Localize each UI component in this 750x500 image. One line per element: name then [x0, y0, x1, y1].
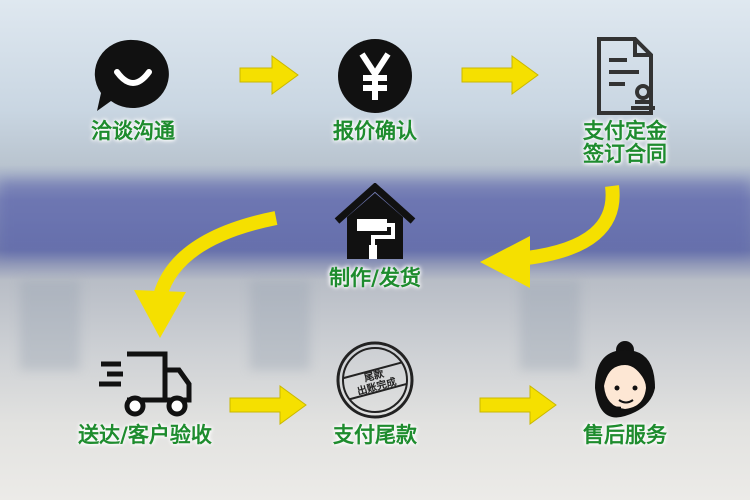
- arrow-right-icon: [229, 385, 307, 425]
- arrow-right-icon: [461, 55, 539, 95]
- house-paint-roller-icon: [334, 183, 416, 259]
- curved-arrow-head-icon: [134, 290, 186, 338]
- arrow-right-icon: [239, 55, 299, 95]
- step-deposit-contract: 支付定金 签订合同: [535, 36, 715, 166]
- step-label: 售后服务: [583, 423, 667, 447]
- step-label: 制作/发货: [329, 266, 421, 290]
- payment-stamp-icon: 尾款 出账完成: [336, 341, 414, 419]
- step-label: 洽谈沟通: [91, 119, 175, 143]
- curved-arrow-head-icon: [480, 236, 530, 288]
- step-after-sales: 售后服务: [535, 340, 715, 447]
- arrow-right-icon: [479, 385, 557, 425]
- step-label-line2: 签订合同: [583, 142, 667, 166]
- background-window: [20, 280, 80, 370]
- background-window: [250, 280, 310, 370]
- chat-bubble-smile-icon: [94, 39, 169, 112]
- yen-coin-icon: [338, 39, 412, 113]
- step-label: 支付尾款: [333, 423, 417, 447]
- step-label: 报价确认: [333, 119, 417, 143]
- step-label: 送达/客户验收: [78, 423, 212, 447]
- background-window: [520, 280, 580, 370]
- step-quote: 报价确认: [285, 36, 465, 143]
- contract-document-icon: [597, 37, 655, 115]
- step-deliver-accept: 送达/客户验收: [55, 348, 235, 447]
- step-label: 支付定金: [583, 119, 667, 143]
- step-final-payment: 尾款 出账完成 支付尾款: [285, 340, 465, 447]
- delivery-truck-icon: [99, 351, 192, 417]
- step-produce-ship: 制作/发货: [285, 183, 465, 290]
- curved-arrow-icon: [526, 185, 620, 265]
- curved-arrow-icon: [153, 211, 278, 299]
- customer-service-headset-icon: [595, 341, 655, 418]
- step-negotiate: 洽谈沟通: [43, 36, 223, 143]
